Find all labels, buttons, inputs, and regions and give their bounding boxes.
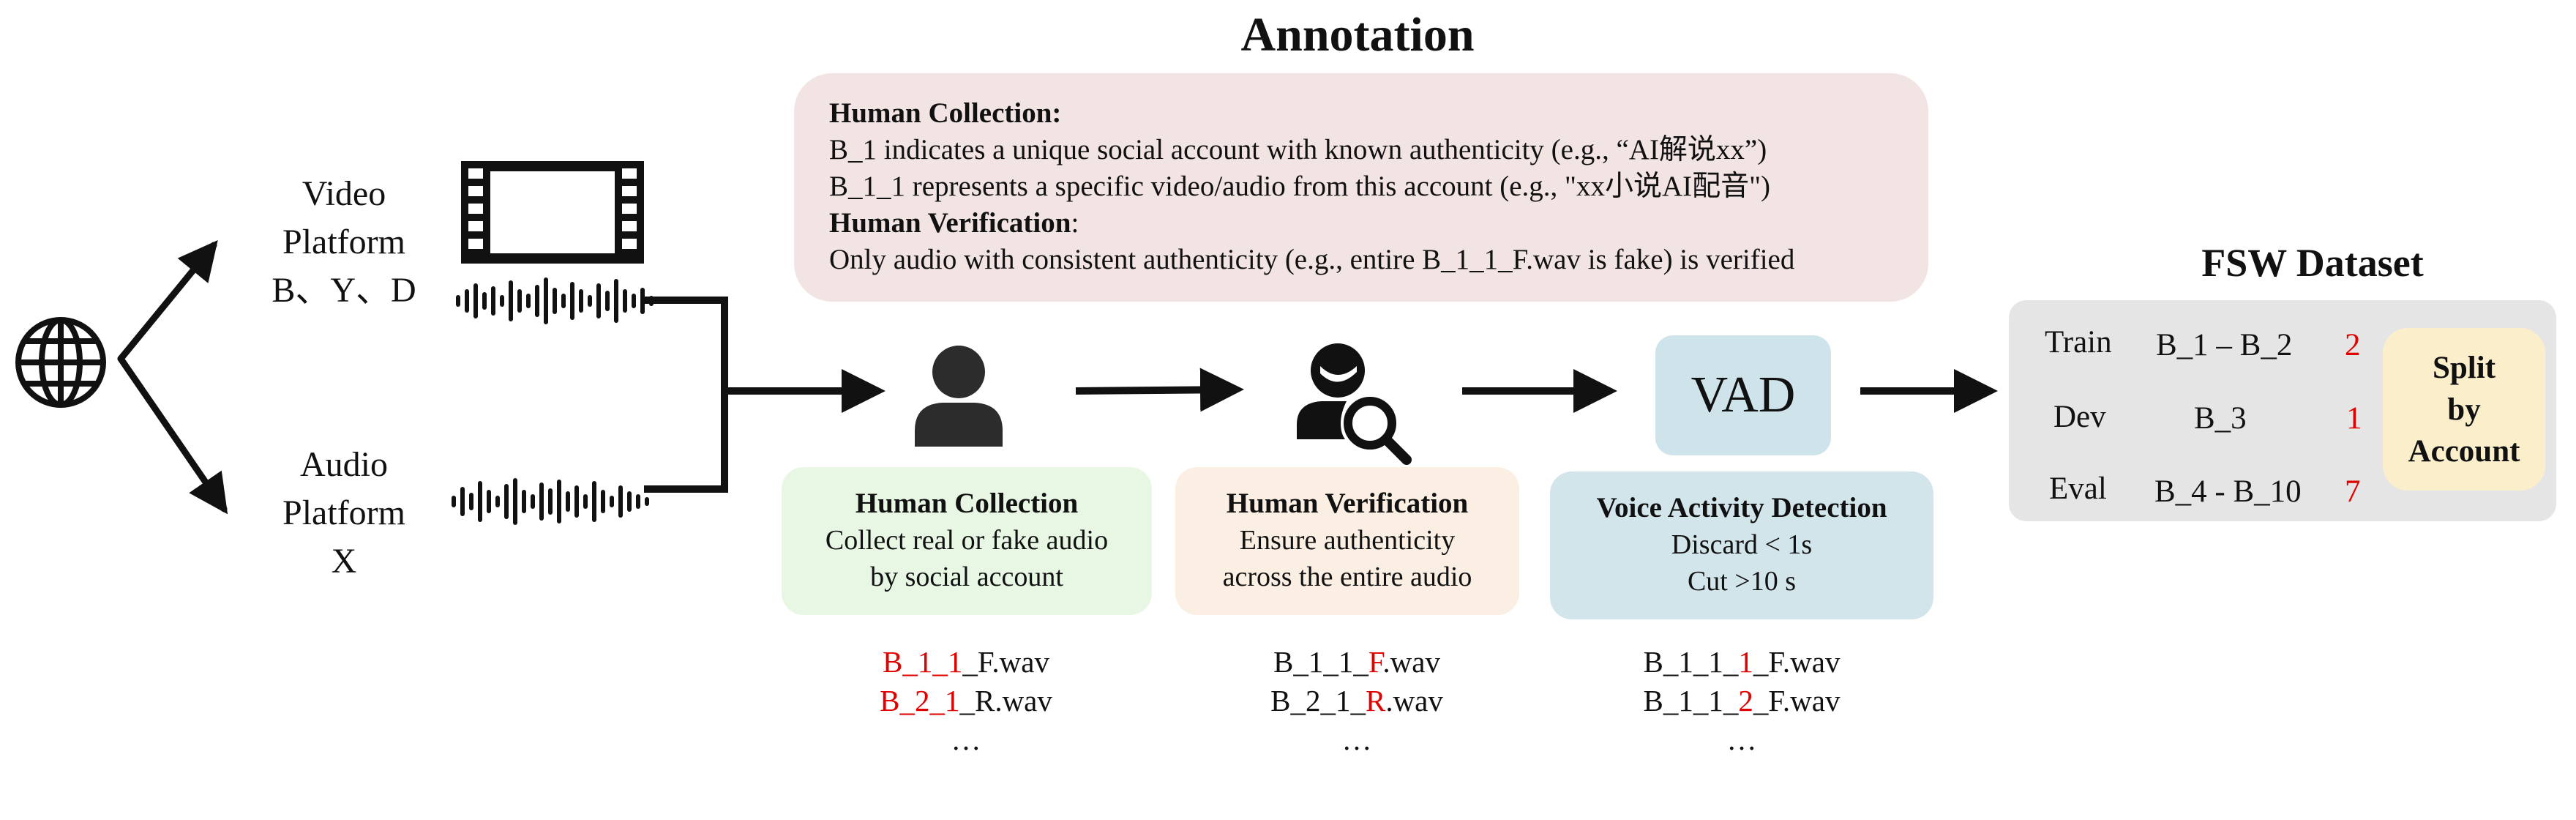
person-search-icon [1297, 343, 1412, 465]
merge-bracket [644, 297, 878, 493]
split-count: 1 [2346, 401, 2362, 436]
ellipsis: … [1341, 723, 1372, 756]
stage-title: Voice Activity Detection [1596, 492, 1887, 523]
file-name: B_1_1_2_F.wav [1643, 684, 1841, 718]
ellipsis: … [1726, 723, 1757, 756]
stage-line: Collect real or fake audio [825, 525, 1109, 556]
stage-title: Human Verification [1226, 488, 1469, 519]
audio-platform-label: Audio Platform X [282, 445, 405, 581]
verification-file-list: B_1_1_F.wav B_2_1_R.wav … [1210, 643, 1503, 759]
globe-icon [15, 317, 106, 408]
collection-heading: Human Collection: [829, 97, 1062, 129]
waveform-icon [456, 277, 654, 324]
ellipsis: … [951, 723, 981, 756]
file-name: B_1_1_F.wav [1273, 645, 1440, 679]
verification-rule: Only audio with consistent authenticity … [829, 244, 1795, 275]
account-definition: B_1 indicates a unique social account wi… [829, 134, 1767, 165]
stage-line: Discard < 1s [1671, 529, 1813, 560]
fsw-dataset-title: FSW Dataset [2201, 241, 2424, 285]
video-definition: B_1_1 represents a specific video/audio … [829, 171, 1771, 202]
split-accounts: B_4 - B_10 [2154, 474, 2302, 509]
split-name: Dev [2053, 400, 2106, 434]
file-name: B_2_1_R.wav [880, 684, 1052, 718]
annotation-description: Human Collection: B_1 indicates a unique… [794, 73, 1928, 302]
film-icon [461, 161, 644, 264]
stage-title: Human Collection [855, 488, 1079, 519]
split-count: 7 [2345, 474, 2361, 509]
split-name: Eval [2049, 471, 2107, 506]
vad-file-list: B_1_1_1_F.wav B_1_1_2_F.wav … [1595, 643, 1888, 759]
split-name: Train [2045, 325, 2112, 359]
stage-line: Ensure authenticity [1239, 525, 1456, 556]
file-name: B_2_1_R.wav [1270, 684, 1443, 718]
file-name: B_1_1_F.wav [883, 645, 1049, 679]
collection-file-list: B_1_1_F.wav B_2_1_R.wav … [820, 643, 1112, 759]
annotation-title: Annotation [1240, 8, 1475, 61]
stage-line: Cut >10 s [1687, 566, 1797, 597]
split-count: 2 [2345, 328, 2361, 362]
stage-line: across the entire audio [1222, 562, 1472, 592]
stage-line: by social account [870, 562, 1063, 592]
branch-arrows [117, 240, 228, 515]
human-collection-box: Human Collection Collect real or fake au… [782, 467, 1152, 615]
arrow-collection-to-verification [1075, 368, 1244, 412]
vad-box: VAD [1655, 335, 1831, 455]
arrow-to-video-platform [117, 240, 218, 362]
split-by-account-note: Split by Account [2383, 328, 2545, 491]
waveform-icon [452, 478, 649, 525]
human-verification-box: Human Verification Ensure authenticity a… [1175, 467, 1519, 615]
video-platform-label: Video Platform B、Y、D [272, 174, 416, 310]
person-icon [915, 346, 1003, 447]
vad-detail-box: Voice Activity Detection Discard < 1s Cu… [1550, 471, 1933, 619]
arrow-to-audio-platform [117, 355, 228, 515]
file-name: B_1_1_1_F.wav [1643, 645, 1841, 679]
split-accounts: B_1 – B_2 [2156, 328, 2293, 362]
verification-heading: Human Verification: [829, 207, 1079, 239]
split-accounts: B_3 [2194, 401, 2247, 436]
